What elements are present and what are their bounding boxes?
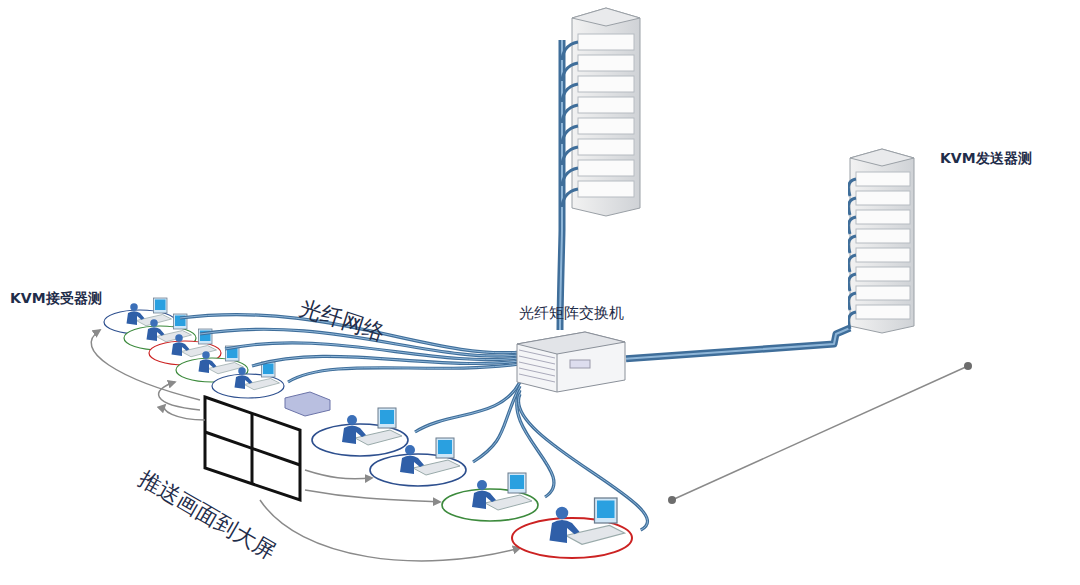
side-label: KVM接受器测 [10,290,102,308]
matrix-switch: 光纤矩阵交换机 [515,330,627,394]
fiber-link [626,328,850,359]
push-arrow [91,330,520,561]
server-rack: KVM发送器测 [848,148,916,334]
node-heading: KVM发送器测 [940,150,1032,168]
rack-shape [848,148,916,334]
fiber-highlight [626,328,850,359]
network-label: 光纤网络 [295,293,388,349]
video-wall [205,397,300,500]
fiber-link [626,328,850,359]
switch-shape [515,330,627,394]
server-rack [562,8,640,216]
node-heading: 光纤矩阵交换机 [519,304,624,323]
gray-leader [668,362,972,504]
